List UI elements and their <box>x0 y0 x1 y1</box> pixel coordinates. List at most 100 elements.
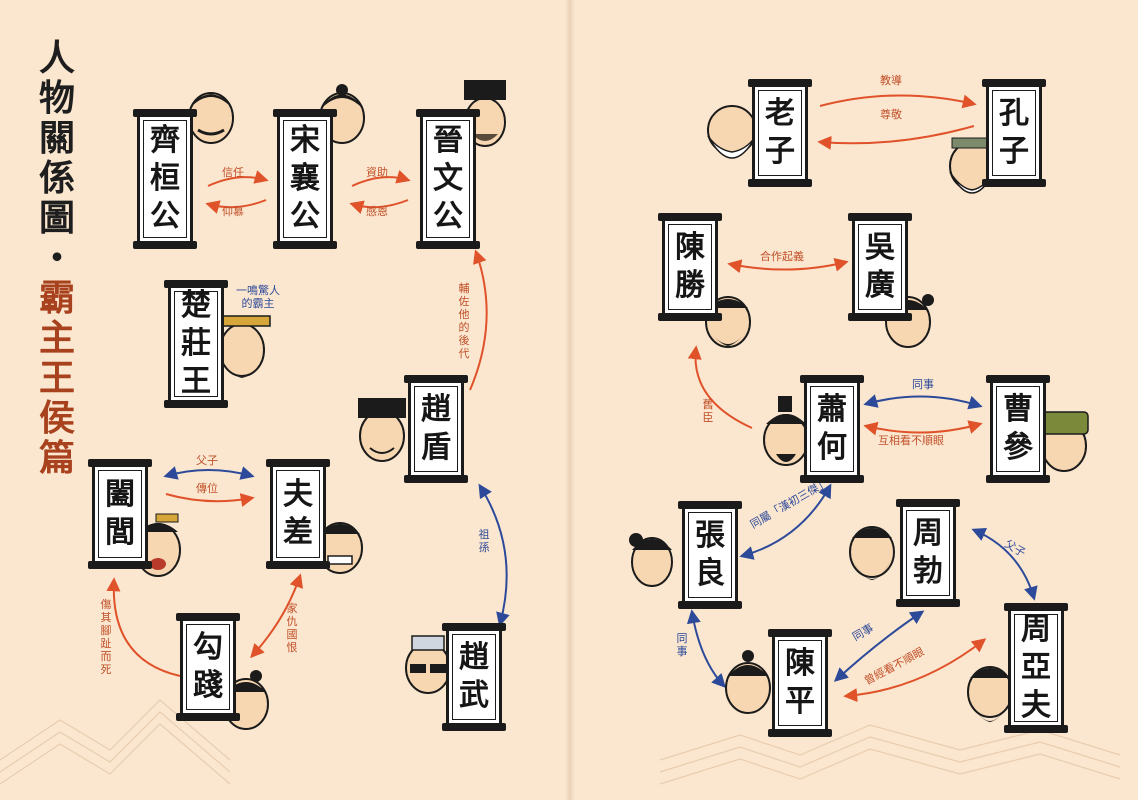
name-song-xiang-gong: 宋襄公 <box>290 123 320 234</box>
card-kong-zi: 孔子 <box>982 79 1046 187</box>
card-gou-jian: 勾踐 <box>176 613 240 721</box>
name-qi-huan-gong: 齊桓公 <box>150 123 180 234</box>
card-zhang-liang: 張良 <box>678 501 742 609</box>
label-kongzi-to-laozi: 尊敬 <box>880 108 902 121</box>
portrait-cao-shen <box>1039 411 1089 472</box>
portrait-chu-zhuang-wang <box>217 315 271 378</box>
title-char: 物 <box>38 77 75 119</box>
name-zhang-liang: 張良 <box>695 518 725 591</box>
arrow-zhangliang-chenping <box>686 609 726 689</box>
arrow-helu-to-fuchai <box>165 493 255 507</box>
name-he-lu: 闔閭 <box>105 477 135 550</box>
card-qi-huan-gong: 齊桓公 <box>133 109 197 249</box>
portrait-xiao-he <box>763 396 809 466</box>
label-chensheng-wuguang: 合作起義 <box>760 250 804 263</box>
arrow-song-to-jin <box>351 170 411 187</box>
label-song-to-jin: 資助 <box>366 166 388 179</box>
label-xiaohe-to-chensheng: 舊臣 <box>702 398 714 424</box>
arrow-zhangliang-xiaohe <box>739 483 832 560</box>
name-cao-shen: 曹參 <box>1003 392 1033 465</box>
arrow-jin-to-song <box>349 199 409 214</box>
name-kong-zi: 孔子 <box>999 96 1029 169</box>
arrow-kongzi-to-laozi <box>817 125 975 150</box>
card-fu-chai: 夫差 <box>266 459 330 569</box>
portrait-qi-huan-gong <box>188 92 234 144</box>
card-chen-sheng: 陳勝 <box>658 213 722 321</box>
title-separator: ・ <box>38 237 75 279</box>
name-zhao-wu: 趙武 <box>459 640 489 713</box>
label-fuchai-goujian: 家仇國恨 <box>286 602 298 654</box>
subtitle-char: 王 <box>38 357 75 399</box>
card-zhao-wu: 趙武 <box>442 623 506 731</box>
title-char: 係 <box>38 157 75 199</box>
arrow-song-to-qi <box>205 199 267 214</box>
card-jin-wen-gong: 晉文公 <box>416 109 480 249</box>
card-cao-shen: 曹參 <box>986 375 1050 483</box>
portrait-fu-chai <box>317 522 363 574</box>
name-wu-guang: 吳廣 <box>865 230 895 303</box>
name-gou-jian: 勾踐 <box>193 630 223 703</box>
arrow-xiaohe-to-chensheng <box>687 345 753 429</box>
label-chu-note: 一鳴驚人的霸主 <box>236 284 280 310</box>
portrait-zhao-dun <box>358 398 406 462</box>
label-goujian-to-helu: 傷其腳趾而死 <box>100 598 112 676</box>
arrow-zhaodun-zhaowu <box>478 483 510 627</box>
card-he-lu: 闔閭 <box>88 459 152 569</box>
subtitle-char: 主 <box>38 317 75 359</box>
subtitle-char: 霸 <box>38 277 75 319</box>
label-xiaohe-caoshen-top: 同事 <box>912 378 934 391</box>
name-chen-sheng: 陳勝 <box>675 230 705 303</box>
arrow-helu-fuchai-parent <box>163 466 255 480</box>
card-chu-zhuang-wang: 楚莊王 <box>164 280 228 408</box>
portrait-chen-ping <box>725 650 771 714</box>
arrow-chenping-zhoubo-bottom <box>843 638 987 703</box>
label-song-to-qi: 仰慕 <box>222 205 244 218</box>
card-zhao-dun: 趙盾 <box>404 375 468 483</box>
label-zhaodun-to-jin: 輔佐他的後代 <box>458 282 470 360</box>
name-chu-zhuang-wang: 楚莊王 <box>181 288 211 399</box>
name-chen-ping: 陳平 <box>785 646 815 719</box>
arrow-chensheng-wuguang <box>727 257 849 274</box>
label-zhangliang-chenping: 同事 <box>676 632 688 658</box>
label-helu-to-fuchai: 傳位 <box>196 482 218 495</box>
arrow-zhaodun-to-jin <box>469 249 488 391</box>
label-helu-fuchai-relation: 父子 <box>196 454 218 467</box>
label-jin-to-song: 感恩 <box>366 205 388 218</box>
label-qi-to-song: 信任 <box>222 166 244 179</box>
card-lao-zi: 老子 <box>748 79 812 187</box>
card-chen-ping: 陳平 <box>768 629 832 737</box>
name-zhou-yafu: 周亞夫 <box>1021 612 1051 723</box>
card-wu-guang: 吳廣 <box>848 213 912 321</box>
arrow-fuchai-goujian <box>250 573 304 659</box>
portrait-zhao-wu <box>405 635 451 694</box>
arrow-laozi-to-kongzi <box>819 94 977 109</box>
arrow-goujian-to-helu <box>106 577 181 677</box>
name-lao-zi: 老子 <box>765 96 795 169</box>
title-char: 圖 <box>38 197 75 239</box>
arrow-xiaohe-caoshen-top <box>863 394 983 410</box>
card-xiao-he: 蕭何 <box>800 375 864 483</box>
name-zhao-dun: 趙盾 <box>421 392 451 465</box>
page-title: 人 物 關 係 圖 ・ 霸 主 王 侯 篇 <box>30 38 84 478</box>
arrow-qi-to-song <box>207 170 269 187</box>
label-zhaodun-zhaowu: 祖孫 <box>478 528 490 554</box>
portrait-zhou-bo <box>849 526 895 580</box>
portrait-zhou-yafu <box>967 666 1013 722</box>
title-char: 人 <box>38 37 75 79</box>
card-zhou-yafu: 周亞夫 <box>1004 603 1068 733</box>
subtitle-char: 侯 <box>38 397 75 439</box>
name-zhou-bo: 周勃 <box>913 516 943 589</box>
arrow-zhoubo-zhouyafu <box>971 528 1038 601</box>
title-char: 關 <box>38 117 75 159</box>
mountain-decoration-right <box>659 724 1121 785</box>
label-xiaohe-caoshen-bottom: 互相看不順眼 <box>878 434 944 447</box>
card-song-xiang-gong: 宋襄公 <box>273 109 337 249</box>
arrow-xiaohe-caoshen-bottom <box>863 420 983 436</box>
name-xiao-he: 蕭何 <box>817 392 847 465</box>
name-jin-wen-gong: 晉文公 <box>433 123 463 234</box>
label-laozi-to-kongzi: 教導 <box>880 74 902 87</box>
name-fu-chai: 夫差 <box>283 477 313 550</box>
portrait-zhang-liang <box>629 533 673 587</box>
